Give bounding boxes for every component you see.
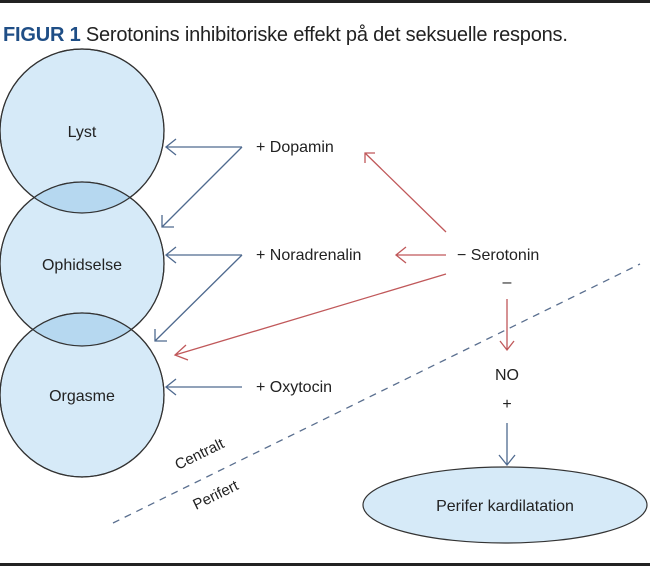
- circle-outlines: [0, 48, 165, 478]
- bottom-rule: [0, 563, 650, 566]
- top-rule: [0, 0, 650, 3]
- arrow-oxytocin-to-orgasme: [164, 378, 242, 396]
- label-outcome: Perifer kardilatation: [436, 498, 574, 515]
- inhibiting-arrows: [173, 152, 515, 361]
- label-dopamin: + Dopamin: [256, 139, 334, 156]
- arrow-serotonin-to-orgasme: [173, 273, 447, 361]
- central-peripheral-divider: [112, 263, 641, 524]
- label-noradrenalin: + Noradrenalin: [256, 247, 361, 264]
- label-orgasme: Orgasme: [49, 388, 115, 405]
- arrow-serotonin-to-no: [499, 299, 515, 352]
- arrow-serotonin-to-noradrenalin: [394, 246, 446, 264]
- label-serotonin: − Serotonin: [457, 247, 539, 264]
- label-lyst: Lyst: [68, 124, 97, 141]
- stimulating-arrows: [154, 138, 516, 467]
- figure-title: FIGUR 1 Serotonins inhibitoriske effekt …: [3, 24, 568, 47]
- label-peripheral: Perifert: [190, 477, 242, 514]
- label-oxytocin: + Oxytocin: [256, 379, 332, 396]
- label-central: Centralt: [172, 435, 227, 474]
- label-no: NO: [495, 367, 519, 384]
- arrow-dopamin-to-lyst: [164, 138, 242, 156]
- arrow-dopamin-to-ophidselse: [161, 146, 243, 228]
- arrow-noradrenalin-to-orgasme: [154, 254, 243, 342]
- arrow-no-to-outcome: [498, 423, 516, 467]
- no-sign: +: [502, 396, 511, 413]
- figure-caption: Serotonins inhibitoriske effekt på det s…: [85, 24, 568, 46]
- arrow-noradrenalin-to-ophidselse: [164, 246, 242, 264]
- serotonin-sign: –: [503, 274, 512, 291]
- label-ophidselse: Ophidselse: [42, 257, 122, 274]
- figure-label: FIGUR 1: [3, 24, 81, 46]
- outcome-ellipse: [362, 466, 648, 544]
- arrow-serotonin-to-dopamin: [364, 152, 447, 233]
